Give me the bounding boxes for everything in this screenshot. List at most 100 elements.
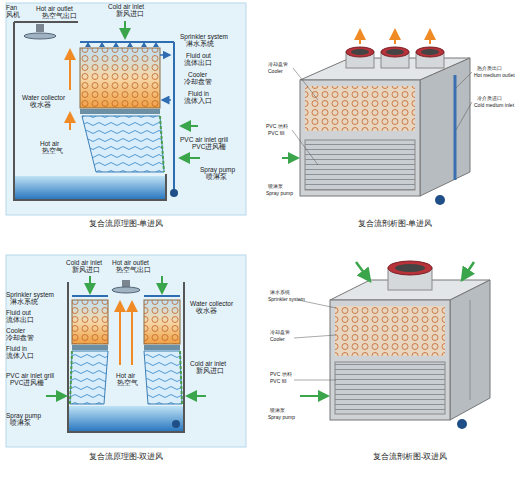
fan-blade [112, 287, 140, 293]
cold-air-arrow [46, 395, 66, 397]
part-label: Sprinkler system [268, 297, 305, 303]
leader-line [294, 380, 336, 381]
cold-air-arrow [356, 262, 370, 281]
part-label: Cold air inlet [108, 3, 144, 10]
part-label: 热介质出口 [477, 66, 502, 72]
front-face [330, 300, 450, 420]
part-label: Hot air outlet [112, 259, 149, 266]
part-label: Hot air [40, 140, 59, 147]
leader-line [456, 102, 472, 130]
pump [170, 189, 178, 197]
front-face [300, 80, 420, 196]
cold-air-arrow [181, 125, 198, 127]
pvc-fill [144, 351, 182, 404]
hot-air-arrow [429, 30, 431, 44]
part-label: 流体出口 [6, 316, 34, 323]
fan-hub [386, 49, 404, 55]
part-label: 风机 [6, 11, 20, 18]
part-label: 淋水系统 [10, 298, 38, 305]
cold-air-arrow [300, 395, 328, 397]
part-label: 淋水系统 [270, 290, 290, 296]
fan-ring [388, 261, 432, 275]
part-label: 热空气出口 [116, 266, 151, 273]
part-label: Spray pump [266, 191, 293, 197]
panel-seam [470, 300, 471, 400]
part-label: 热空气 [42, 147, 63, 154]
part-label: 流体入口 [184, 97, 212, 104]
cold-air-arrow [161, 276, 163, 293]
part-label: PVC进风栅 [192, 143, 226, 150]
part-label: PVC fill [268, 131, 284, 137]
part-label: 喷淋泵 [10, 419, 31, 426]
part-label: 冷介质进口 [477, 96, 502, 102]
coil-tubes [80, 48, 160, 108]
figure-caption: 复合流原理图-单进风 [89, 220, 164, 229]
fluid-in-pipe [162, 99, 171, 101]
casing [68, 282, 184, 432]
figure-caption: 复合流原理图-双进风 [89, 453, 164, 462]
part-label: 热空气出口 [42, 12, 77, 19]
part-label: 喷淋泵 [206, 173, 227, 180]
hot-air-arrow [394, 30, 396, 44]
part-label: 收水器 [196, 307, 217, 314]
pump [457, 419, 467, 429]
single-inlet-schematic [6, 3, 246, 215]
cold-air-arrow [89, 276, 91, 293]
part-label: Cold air inlet [190, 360, 226, 367]
side-face [450, 280, 490, 420]
fan-hub [351, 49, 369, 55]
part-label: Fluid in [188, 90, 209, 97]
leader-line [293, 68, 318, 100]
part-label: 喷淋泵 [270, 408, 285, 414]
panel-ground [6, 255, 246, 447]
part-label: 喷淋泵 [268, 184, 283, 190]
sprinkler-pipe [72, 295, 108, 297]
coil-tubes [144, 300, 180, 344]
coil-tubes [72, 300, 108, 344]
louver [305, 140, 415, 190]
fan-hub [395, 264, 425, 272]
hot-air-arrow [359, 30, 361, 44]
part-label: Spray pump [200, 166, 235, 173]
part-label: Hot air outlet [36, 5, 73, 12]
part-label: Hot medium outlet [474, 73, 515, 79]
part-label: PVC 填料 [266, 124, 288, 130]
hot-air-arrow [119, 302, 121, 365]
leader-line [456, 72, 472, 88]
water-collector [72, 345, 108, 350]
pipe [454, 75, 457, 180]
coil-tubes [335, 306, 445, 356]
part-label: Cooler [268, 69, 283, 75]
part-label: 流体入口 [6, 352, 34, 359]
coil-tubes [305, 86, 415, 131]
cooler-coil [80, 48, 160, 108]
part-label: 冷却盘管 [268, 62, 288, 68]
fan-ring [416, 47, 444, 57]
nozzle [85, 42, 159, 47]
part-label: 冷却盘管 [270, 330, 290, 336]
part-label: 流体出口 [184, 59, 212, 66]
hot-air-arrow [69, 50, 71, 90]
part-label: Cold air inlet [66, 259, 102, 266]
part-label: Hot air [116, 372, 135, 379]
leader-line [294, 335, 336, 338]
part-label: PVC进风栅 [10, 379, 44, 386]
part-label: 收水器 [30, 101, 51, 108]
cooler-coil [144, 300, 180, 344]
fan-motor [36, 24, 44, 32]
part-label: Fluid out [186, 52, 211, 59]
part-label: Spray pump [268, 415, 295, 421]
part-label: PVC air inlet grill [180, 136, 228, 143]
sprinkler-pipe [144, 295, 180, 297]
part-label: Spray pump [6, 412, 41, 419]
part-label: Cooler [270, 337, 285, 343]
hot-air-arrow [69, 113, 71, 130]
inlet-grill [70, 351, 72, 404]
water-basin [15, 176, 165, 199]
part-label: PVC 填料 [270, 372, 292, 378]
panel-ground [6, 3, 246, 215]
part-label: Sprinkler system [180, 33, 228, 40]
inlet-grill [180, 351, 182, 404]
double-inlet-cutaway [294, 261, 490, 429]
